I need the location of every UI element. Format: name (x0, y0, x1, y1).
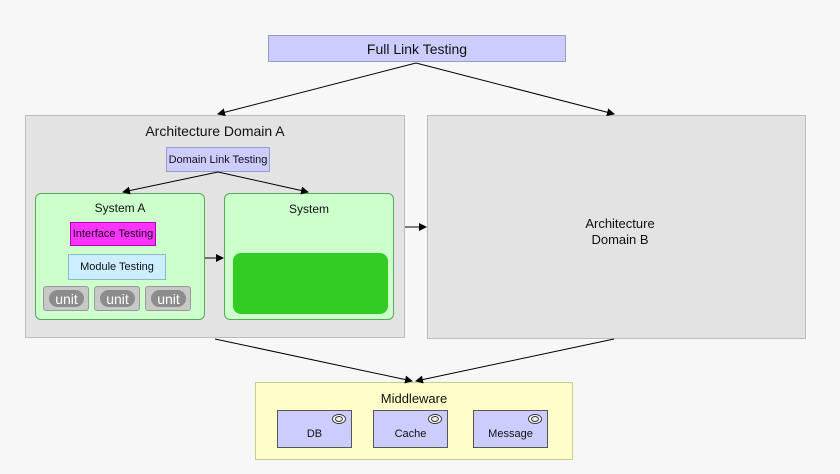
arrow-link-to-system-a (122, 171, 219, 195)
system-green-block (233, 253, 388, 314)
architecture-domain-a-title: Architecture Domain A (145, 123, 285, 139)
cache-label: Cache (394, 428, 427, 440)
unit-label-3: unit (151, 290, 186, 307)
domain-b-title-line1: Architecture (585, 216, 655, 231)
arrow-domain-a-to-middleware (214, 338, 413, 384)
cache-component: Cache (373, 410, 448, 448)
system-title: System (288, 202, 329, 216)
architecture-domain-b (427, 115, 806, 339)
system-a-title: System A (94, 201, 146, 215)
domain-b-title-line2: Domain B (591, 232, 649, 247)
interface-testing-node: Interface Testing (70, 222, 156, 246)
arrow-link-to-system (217, 171, 309, 195)
component-icon (528, 414, 542, 424)
arrow-full-to-domain-b (415, 62, 615, 117)
db-label: DB (306, 428, 323, 440)
unit-label-1: unit (49, 290, 84, 307)
domain-link-testing-node: Domain Link Testing (166, 147, 270, 172)
message-label: Message (488, 428, 533, 440)
unit-node-2: unit (94, 286, 140, 311)
component-icon (332, 414, 346, 424)
unit-node-3: unit (145, 286, 191, 311)
full-link-testing-node: Full Link Testing (268, 35, 566, 62)
unit-node-1: unit (43, 286, 89, 311)
unit-label-2: unit (100, 290, 135, 307)
db-component: DB (277, 410, 352, 448)
component-icon (428, 414, 442, 424)
message-component: Message (473, 410, 548, 448)
arrow-full-to-domain-a (217, 62, 417, 117)
arrow-domain-b-to-middleware (415, 338, 615, 384)
middleware-title: Middleware (380, 391, 448, 406)
architecture-domain-b-title: Architecture Domain B (427, 216, 813, 248)
module-testing-node: Module Testing (68, 254, 166, 280)
